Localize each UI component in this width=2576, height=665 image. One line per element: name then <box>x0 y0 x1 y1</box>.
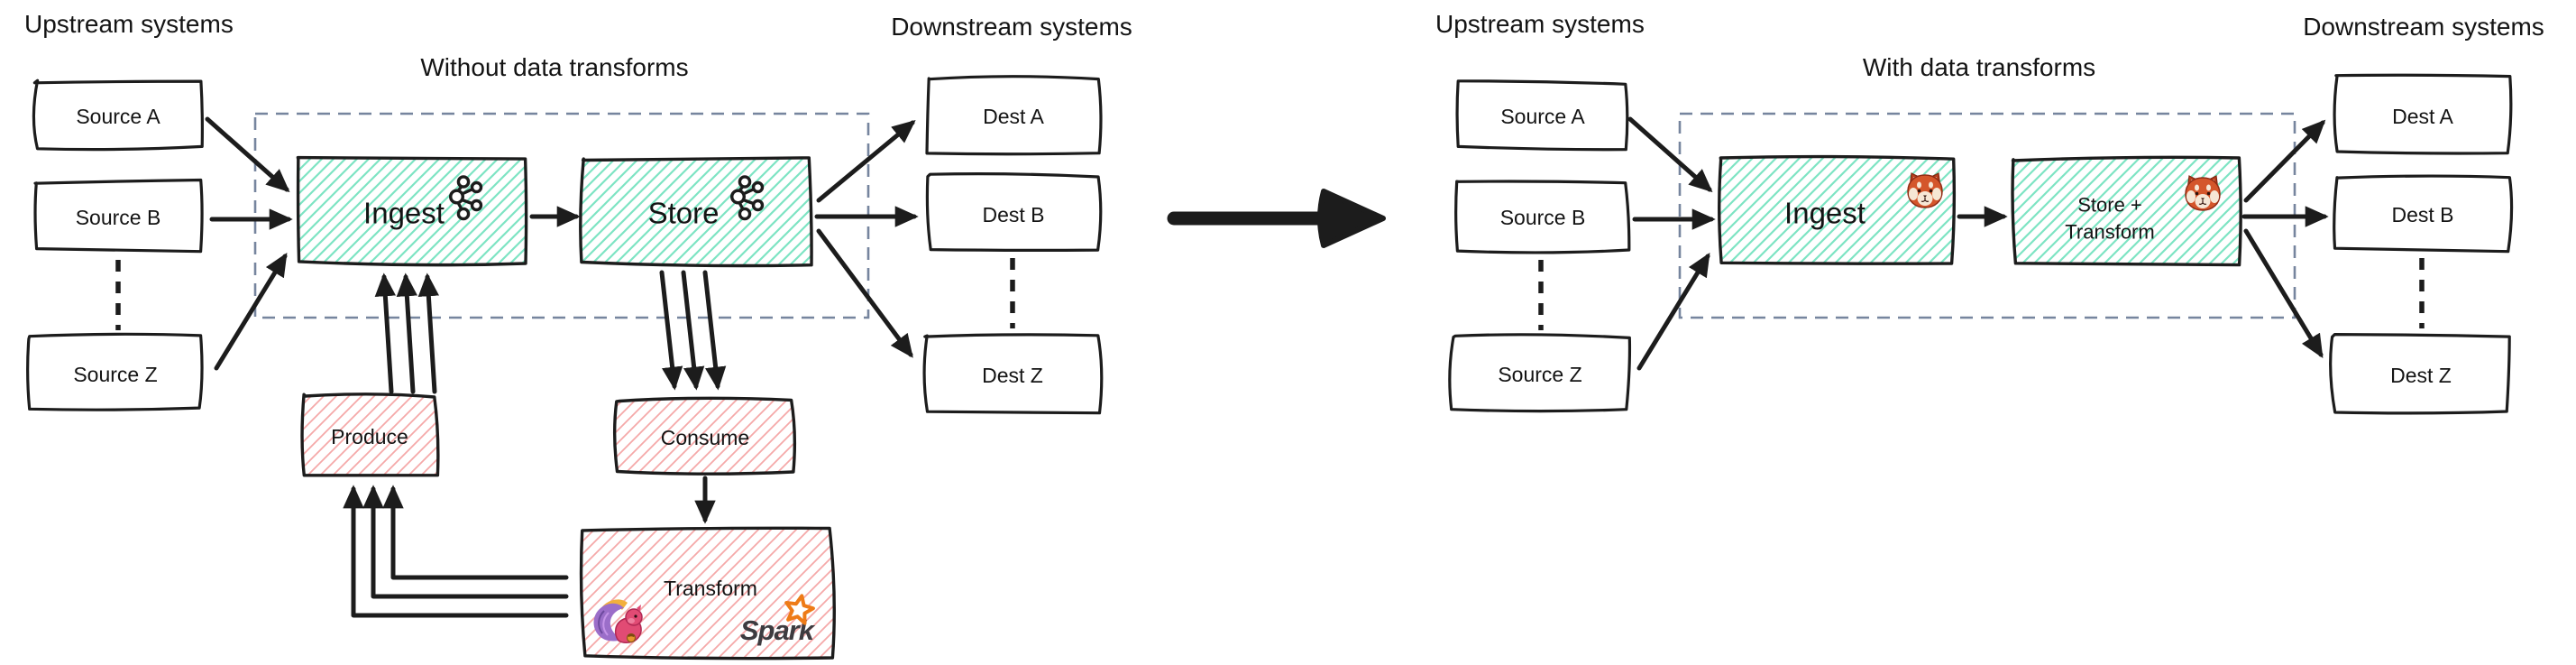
arrow-storetransform-dest-a <box>2243 119 2326 203</box>
dest-a-label-right: Dest A <box>2392 105 2453 128</box>
dest-z-box-right <box>2329 333 2511 415</box>
downstream-heading-right: Downstream systems <box>2303 13 2544 41</box>
dest-a-box-left <box>925 75 1103 156</box>
arrow-source-a-ingest-left <box>205 116 290 193</box>
source-b-label-right: Source B <box>1500 206 1586 229</box>
spark-logo: Spark <box>740 594 817 646</box>
upstream-heading-right: Upstream systems <box>1435 10 1645 38</box>
source-a-box-right <box>1455 79 1629 152</box>
dest-b-box-left <box>925 172 1103 252</box>
store-transform-box <box>2011 155 2242 267</box>
source-z-label-right: Source Z <box>1498 363 1581 386</box>
dest-b-label-right: Dest B <box>2391 203 2453 226</box>
spark-star-icon <box>784 594 815 625</box>
arrow-store-dest-a-left <box>816 120 916 203</box>
transition-arrow-head <box>1317 189 1386 248</box>
store-transform-label-line2: Transform <box>2065 221 2154 244</box>
consume-label: Consume <box>661 426 749 449</box>
arrow-transform-produce <box>382 485 569 580</box>
source-z-box-left <box>26 332 204 411</box>
diagram-title-right: With data transforms <box>1863 53 2095 81</box>
source-a-label-right: Source A <box>1500 105 1585 128</box>
transform-box <box>579 526 836 660</box>
arrow-storetransform-dest-z <box>2243 228 2324 359</box>
diagram-title-left: Without data transforms <box>420 53 688 81</box>
arrow-store-dest-z-left <box>816 228 913 358</box>
diagram-without-transforms: Upstream systems Without data transforms… <box>24 10 1132 660</box>
arrow-source-a-ingest-right <box>1627 116 1713 193</box>
dest-z-box-left <box>922 333 1104 415</box>
arrow-source-z-ingest-left <box>214 253 288 371</box>
produce-box <box>300 393 440 477</box>
arrow-store-consume <box>659 270 683 391</box>
transition-arrow <box>1167 189 1386 248</box>
dest-b-label-left: Dest B <box>982 203 1044 226</box>
produce-label: Produce <box>331 425 408 448</box>
dest-a-label-left: Dest A <box>983 105 1044 128</box>
ingest-label-left: Ingest <box>363 197 445 230</box>
redpanda-icon <box>1907 172 1943 208</box>
source-a-box-left <box>32 79 204 152</box>
source-b-box-right <box>1454 180 1631 254</box>
dest-z-label-left: Dest Z <box>982 364 1043 387</box>
source-b-box-left <box>33 178 204 254</box>
arrow-produce-ingest <box>374 272 397 394</box>
downstream-heading-left: Downstream systems <box>891 13 1132 41</box>
upstream-heading-left: Upstream systems <box>24 10 234 38</box>
store-label-left: Store <box>648 197 720 230</box>
redpanda-icon <box>2185 175 2221 211</box>
store-transform-label-line1: Store + <box>2077 194 2142 217</box>
arrow-transform-produce <box>343 485 569 618</box>
ingest-box-right <box>1718 154 1957 265</box>
dest-z-label-right: Dest Z <box>2390 364 2452 387</box>
dest-a-box-right <box>2333 73 2513 155</box>
transform-label: Transform <box>664 577 757 600</box>
arrow-store-consume <box>681 270 705 391</box>
arrow-store-consume <box>702 270 727 391</box>
arrow-transform-produce <box>362 485 569 599</box>
diagram-with-transforms: Upstream systems With data transforms Do… <box>1435 10 2544 415</box>
arrow-produce-ingest <box>417 272 440 394</box>
source-a-label-left: Source A <box>76 105 160 128</box>
arrow-source-z-ingest-right <box>1636 253 1710 371</box>
ingest-label-right: Ingest <box>1784 197 1866 230</box>
source-b-label-left: Source B <box>76 206 161 229</box>
dest-b-box-right <box>2333 174 2514 254</box>
arrow-produce-ingest <box>396 272 418 394</box>
source-z-label-left: Source Z <box>73 363 157 386</box>
consume-box <box>612 396 797 476</box>
source-z-box-right <box>1448 333 1632 413</box>
